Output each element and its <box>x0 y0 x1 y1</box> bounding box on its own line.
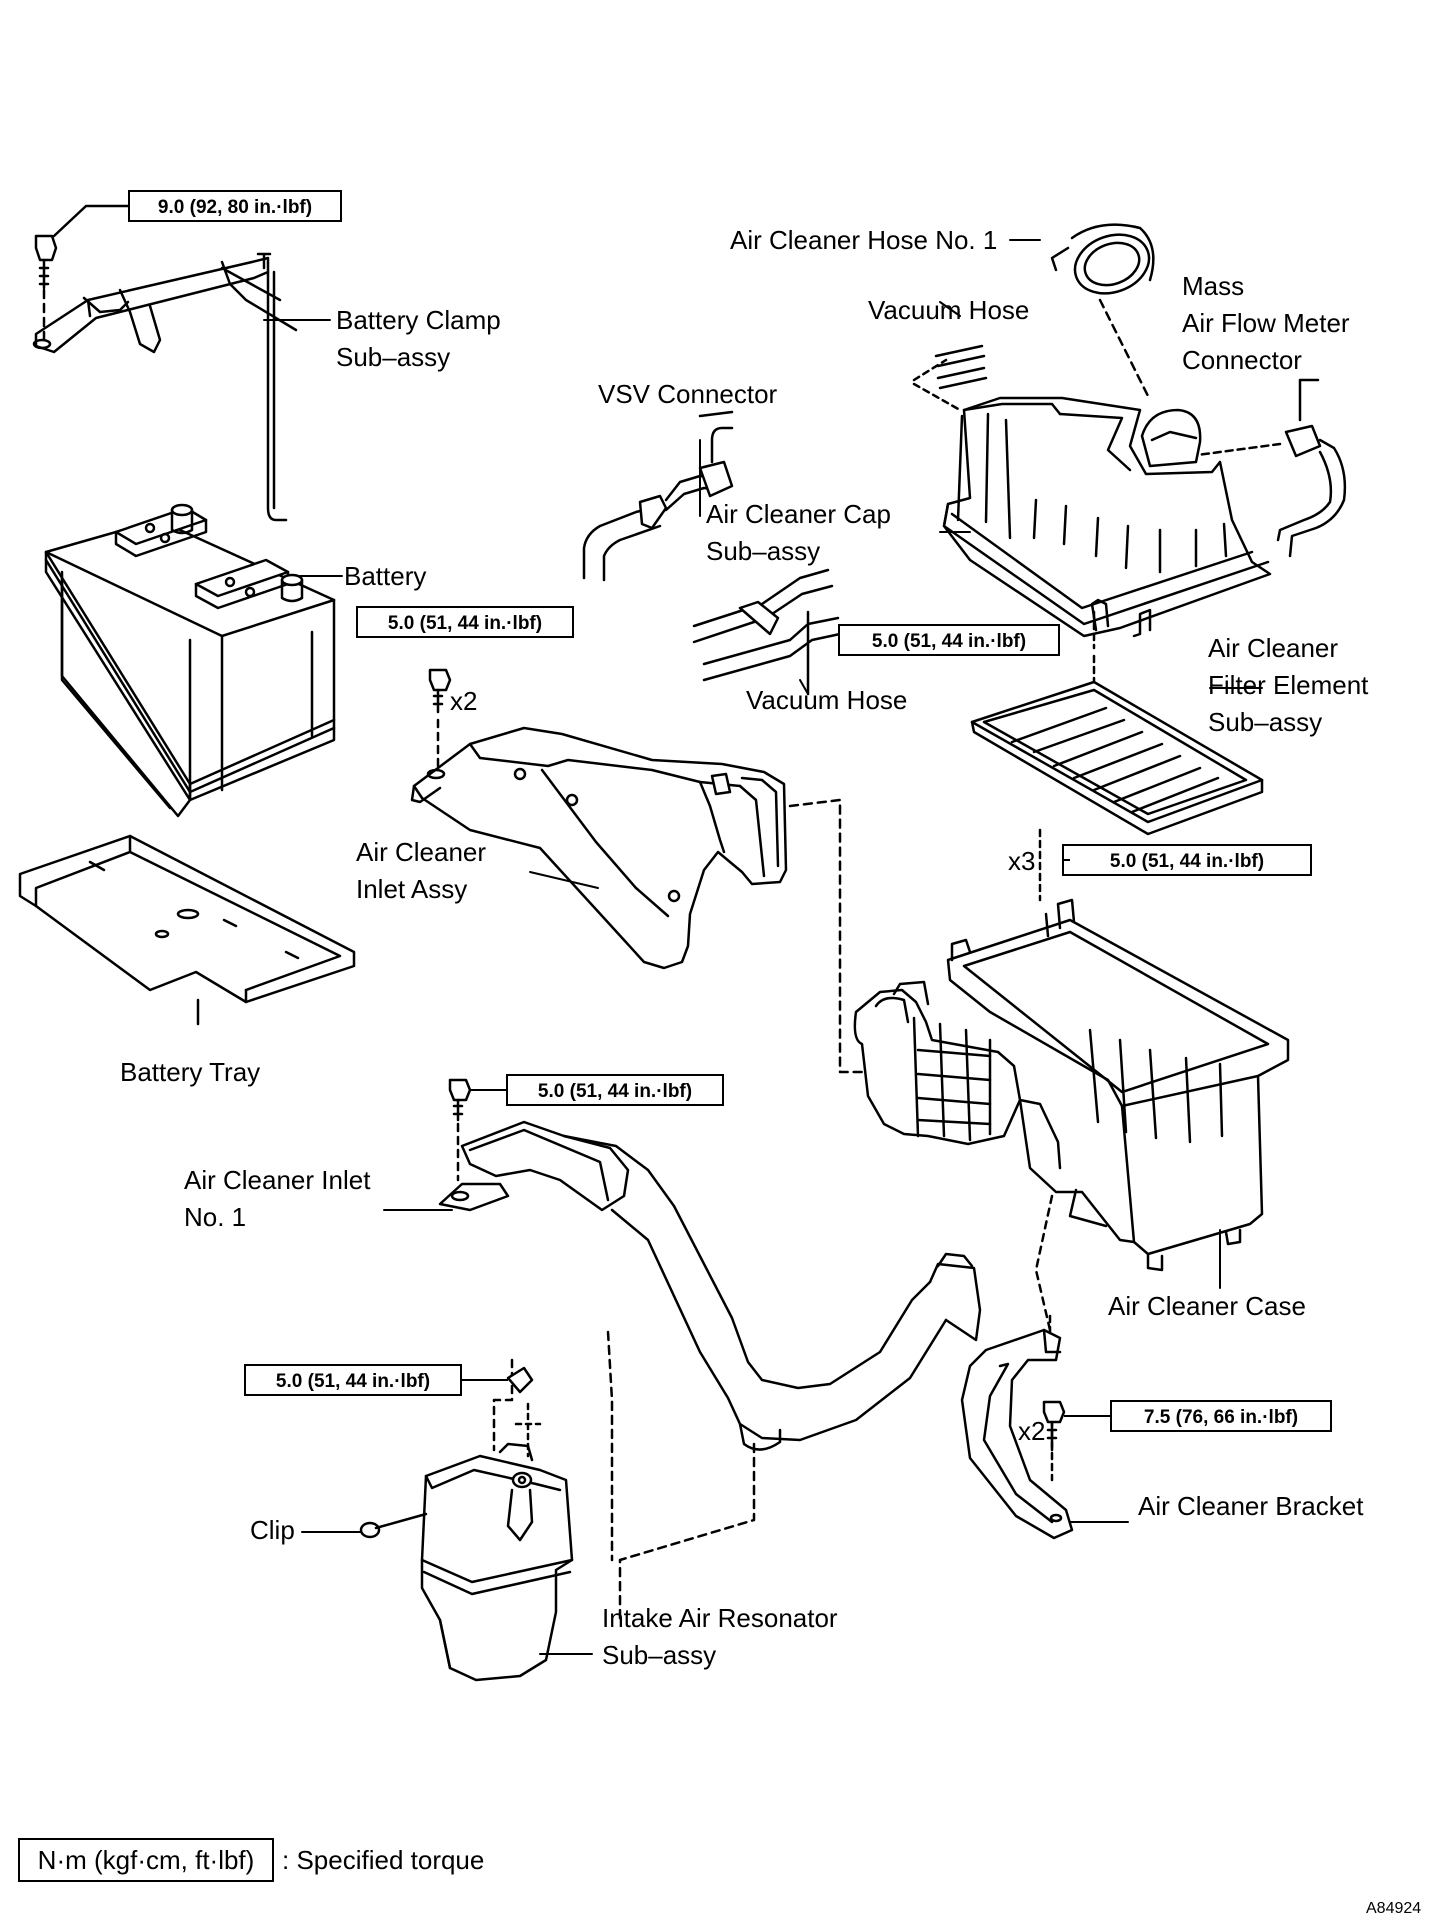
torque-box-inlet-no1: 5.0 (51, 44 in.·lbf) <box>506 1074 724 1106</box>
vsv-connector-drawing <box>582 410 734 582</box>
torque-box-resonator: 5.0 (51, 44 in.·lbf) <box>244 1364 462 1396</box>
figure-id: A84924 <box>1366 1900 1422 1917</box>
battery-tray-drawing <box>18 834 356 1026</box>
legend-text: : Specified torque <box>282 1845 485 1875</box>
battery-clamp-drawing <box>32 204 298 522</box>
torque-box-cap: 5.0 (51, 44 in.·lbf) <box>838 624 1060 656</box>
filter-element-drawing <box>970 680 1264 836</box>
air-cleaner-hose-drawing <box>1050 223 1155 402</box>
legend-unit-box: N·m (kgf·cm, ft·lbf) <box>18 1838 274 1882</box>
air-cleaner-cap-drawing <box>942 396 1272 692</box>
label-clip: Clip <box>250 1515 295 1545</box>
air-cleaner-case-drawing <box>853 828 1290 1332</box>
multiplier-case: x3 <box>1008 846 1036 876</box>
label-air-cleaner-case: Air Cleaner Case <box>1108 1291 1306 1321</box>
label-air-cleaner-hose-no1: Air Cleaner Hose No. 1 <box>730 225 998 255</box>
maf-connector-drawing <box>1188 378 1347 558</box>
label-battery: Battery <box>344 561 427 591</box>
torque-box-clamp: 9.0 (92, 80 in.·lbf) <box>128 190 342 222</box>
label-vacuum-hose-mid: Vacuum Hose <box>746 685 908 715</box>
torque-box-bracket: 7.5 (76, 66 in.·lbf) <box>1110 1400 1332 1432</box>
label-vacuum-hose-top: Vacuum Hose <box>868 295 1030 325</box>
torque-box-inlet-assy: 5.0 (51, 44 in.·lbf) <box>356 606 574 638</box>
leader-lines <box>263 239 1263 1655</box>
vacuum-hose-mid-drawing <box>692 568 842 696</box>
label-air-cleaner-bracket: Air Cleaner Bracket <box>1138 1491 1364 1521</box>
battery-drawing <box>44 503 336 818</box>
vacuum-hose-top-drawing <box>912 344 988 412</box>
resonator-drawing <box>359 1330 756 1682</box>
air-cleaner-bracket-drawing <box>960 1314 1074 1540</box>
torque-box-case: 5.0 (51, 44 in.·lbf) <box>1062 844 1312 876</box>
inlet-no1-drawing <box>438 1078 982 1451</box>
label-vsv-connector: VSV Connector <box>598 379 778 409</box>
inlet-assy-drawing <box>410 668 870 1074</box>
multiplier-bracket: x2 <box>1018 1416 1046 1446</box>
multiplier-inlet-assy: x2 <box>450 686 478 716</box>
label-battery-tray: Battery Tray <box>120 1057 261 1087</box>
